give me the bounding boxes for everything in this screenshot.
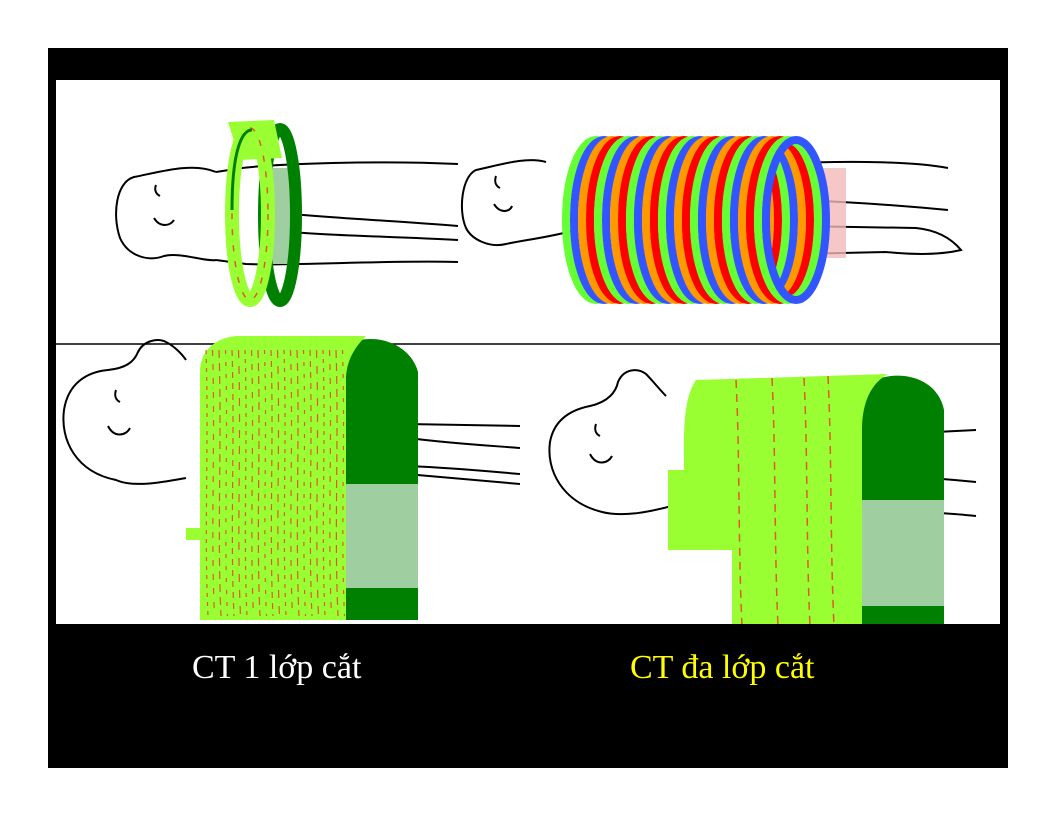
helix-slice-line bbox=[296, 349, 300, 617]
slide-background: CT 1 lớp cắt CT đa lớp cắt bbox=[48, 48, 1008, 768]
helix-slice-line bbox=[335, 349, 339, 617]
helix-slice-line bbox=[309, 349, 313, 617]
helix-slice-line bbox=[270, 349, 274, 617]
helix-slice-line bbox=[257, 349, 261, 617]
ct-comparison-diagram bbox=[56, 120, 1000, 624]
helix-slice-line bbox=[276, 349, 281, 617]
patient-outline-bottom-left bbox=[62, 339, 521, 485]
helix-tube-inner bbox=[338, 484, 418, 588]
helix-slice-line bbox=[263, 349, 268, 617]
single-ring bbox=[225, 120, 302, 307]
helix-tube-multi-inner bbox=[856, 500, 944, 606]
top-left-single-slice-scene bbox=[115, 120, 459, 307]
illustration-panel bbox=[56, 80, 1000, 624]
multi-ring-stack bbox=[562, 136, 846, 304]
helix-slice-line bbox=[224, 349, 229, 617]
helix-tube-multi-body bbox=[668, 374, 888, 624]
bottom-right-multi-slice-scene bbox=[548, 369, 977, 624]
multi-helix-line bbox=[735, 379, 743, 624]
helix-tube-body bbox=[186, 336, 366, 620]
helix-slice-line bbox=[218, 349, 222, 617]
ring-inner-edge bbox=[230, 128, 253, 211]
multi-helix-line bbox=[803, 377, 811, 624]
bottom-left-single-slice-scene bbox=[62, 336, 521, 620]
helix-slice-line bbox=[231, 349, 235, 617]
multi-helix-line bbox=[771, 377, 779, 624]
helix-slice-line bbox=[315, 349, 320, 617]
ring-slice-line bbox=[231, 127, 269, 301]
multi-ring-band bbox=[762, 136, 830, 304]
top-right-multi-slice-scene bbox=[460, 136, 963, 304]
helix-slice-line bbox=[237, 349, 242, 617]
caption-multi-slice-ct: CT đa lớp cắt bbox=[630, 649, 815, 686]
helix-tube-multi-lines bbox=[735, 375, 835, 624]
caption-single-slice-ct: CT 1 lớp cắt bbox=[192, 649, 362, 686]
helix-tube-multi bbox=[668, 374, 944, 624]
helix-tube-single bbox=[186, 336, 418, 620]
helix-slice-lines bbox=[205, 349, 346, 617]
helix-slice-line bbox=[341, 349, 346, 617]
helix-slice-line bbox=[302, 349, 307, 617]
multi-helix-line bbox=[827, 375, 835, 624]
